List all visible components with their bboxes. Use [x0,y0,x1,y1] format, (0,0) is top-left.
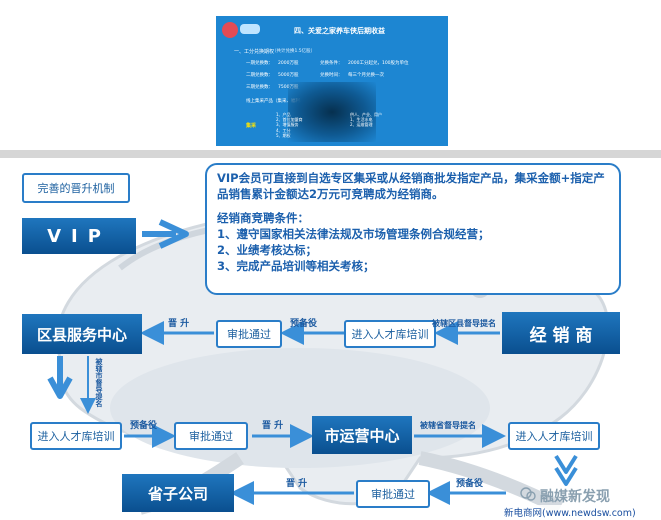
slide-row-value: 2000万股 [278,61,299,66]
list-item: 1、产品 [276,112,291,117]
approve-box: 审批通过 [356,480,430,508]
slide-section: 一、工分兑换期权 [234,49,275,55]
info-item: 1、遵守国家相关法律法规及市场管理条例合规经营； [217,227,490,241]
enter-talent-box: 进入人才库培训 [508,422,600,450]
slide-list-right: 供人、产业、用户 1、生活水电 2、运维管理 [350,112,382,128]
wechat-icon [520,487,536,501]
vip-box: VIP [22,218,136,254]
list-item: 5、期权 [276,132,291,138]
arrow-talent3-down [554,454,578,486]
list-item: 4、工分 [276,127,291,133]
province-company-box: 省子公司 [122,474,234,512]
mechanism-label: 完善的晋升机制 [22,173,130,203]
heart-logo-icon [222,22,238,38]
divider-band [0,150,661,158]
city-center-box: 市运营中心 [312,416,412,454]
reserve-label: 预备役 [130,421,158,431]
nominated-province-label: 被辖省督导提名 [420,421,476,430]
arrow-vip-to-info [142,219,189,249]
enter-talent-box: 进入人才库培训 [30,422,122,450]
arrow-county-down [47,356,73,399]
site-caption: 新电商网(www.newdsw.com) [504,505,636,519]
promote-label: 晋 升 [262,421,284,431]
approve-box: 审批通过 [216,320,282,348]
slide-row-label2: 兑换时间： [320,73,343,78]
reserve-label: 预备役 [456,479,484,489]
blurred-region [288,82,376,142]
list-item: 2、首位加盟商 [276,117,303,123]
slide-section-note: （共计兑换1.5亿股） [272,49,316,54]
slide-row-label2: 兑换条件： [320,61,343,66]
list-item: 供人、产业、用户 [350,112,382,117]
slide-row-value2: 每三个月兑换一次 [348,73,384,78]
info-line1: VIP会员可直接到自选专区集采或从经销商批发指定产品，集采金额+指定产品销售累计… [217,171,605,201]
info-item: 3、完成产品培训等相关考核； [217,259,375,273]
slide-row-value2: 2000工分起兑，100股为单位 [348,61,409,66]
enter-talent-box: 进入人才库培训 [344,320,436,348]
reserve-label: 预备役 [290,319,318,329]
slide-row-value: 5000万股 [278,73,299,78]
slide-row-label: 二期兑换数： [246,73,273,78]
dealer-box: 经 销 商 [502,312,620,354]
info-box: VIP会员可直接到自选专区集采或从经销商批发指定产品，集采金额+指定产品销售累计… [205,163,621,295]
info-title: 经销商竞聘条件： [217,211,309,225]
nominated-county-label: 被辖区县督导提名 [432,319,496,328]
list-item: 3、增值服务 [276,122,299,128]
slide-image: 四、关爱之家养车侠后期收益 一、工分兑换期权 （共计兑换1.5亿股） 一期兑换数… [216,16,448,146]
watermark-brand: 融媒新发现 [540,489,610,505]
slide-list-left: 1、产品 2、首位加盟商 3、增值服务 4、工分 5、期权 [276,112,303,138]
promote-label: 晋 升 [168,319,190,329]
slide-product-line: 线上集采产品（集采、福利、社区店等） [246,99,327,104]
slide-row-label: 三期兑换数： [246,85,273,90]
slide-row-label: 一期兑换数： [246,61,273,66]
approve-box: 审批通过 [174,422,248,450]
slide-highlight: 集采 [246,123,257,129]
car-logo-icon [240,24,260,34]
nominated-city-vertical-label: 被辖市督导提名 [95,358,103,407]
info-item: 2、业绩考核达标； [217,243,318,257]
county-center-box: 区县服务中心 [22,314,142,354]
slide-title: 四、关爱之家养车侠后期收益 [294,27,385,35]
list-item: 1、生活水电 [350,117,373,123]
promote-label: 晋 升 [286,479,308,489]
list-item: 2、运维管理 [350,122,373,128]
